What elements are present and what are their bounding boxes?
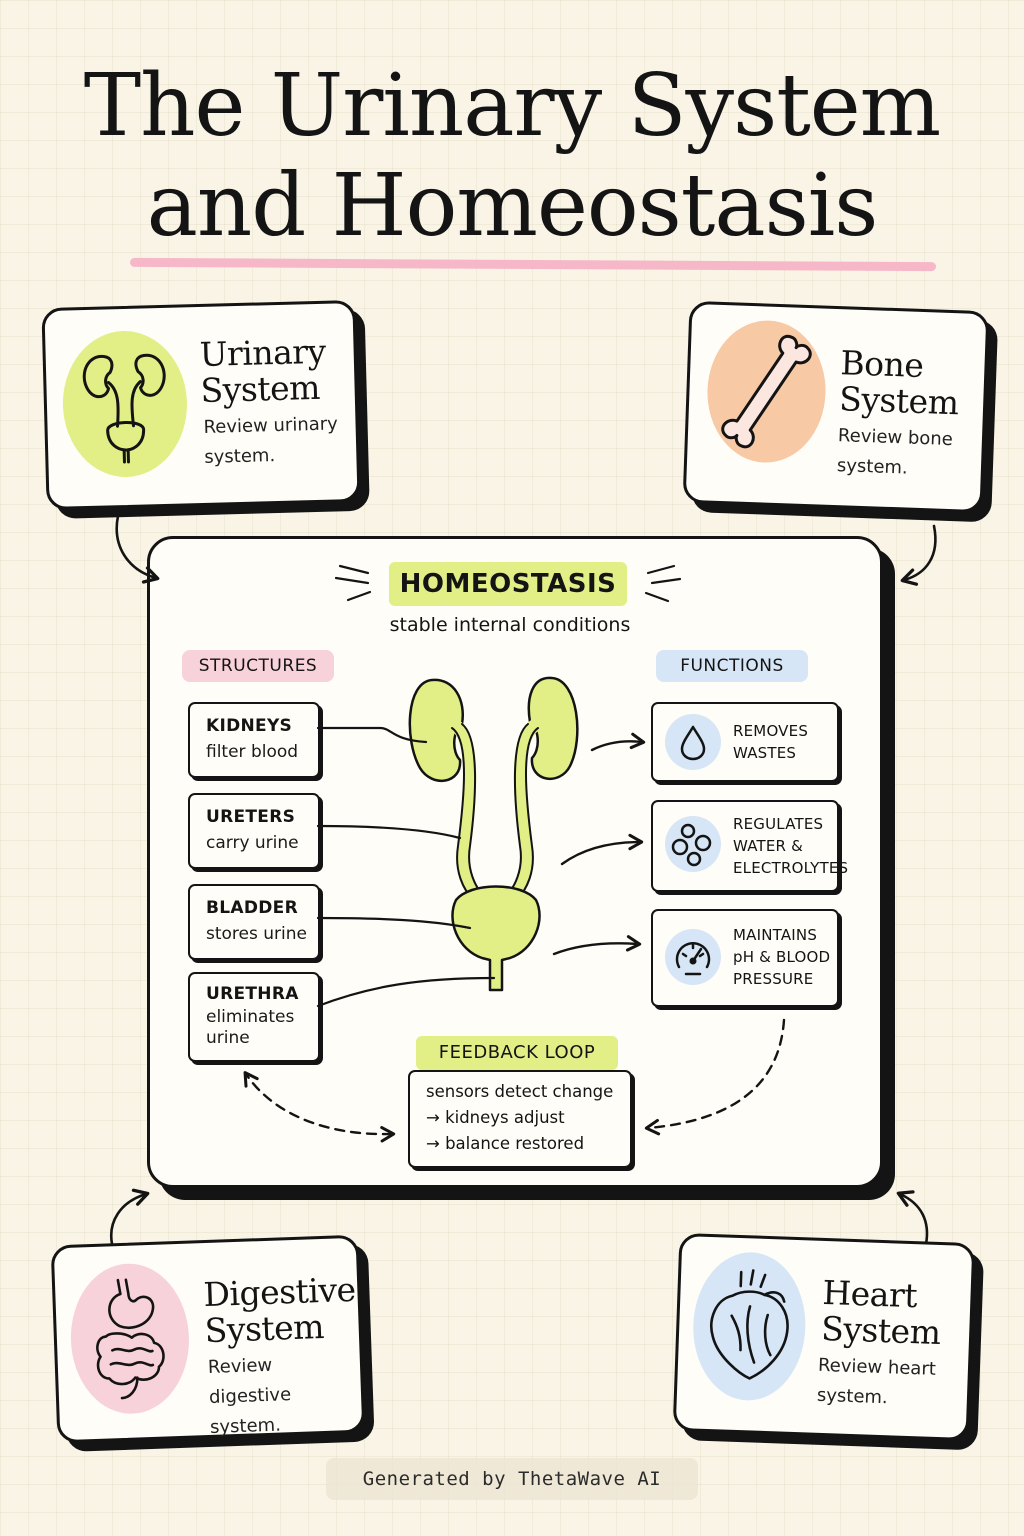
title-line-2: and Homeostasis (146, 156, 879, 256)
feedback-loop-box: sensors detect change → kidneys adjust →… (408, 1070, 632, 1168)
structure-kidneys[interactable]: KIDNEYS filter blood (188, 702, 320, 778)
gauge-icon (665, 929, 721, 985)
title-underline (129, 257, 937, 272)
title-line-1: The Urinary System (83, 56, 941, 156)
heart-icon (690, 1250, 808, 1403)
structures-label: STRUCTURES (182, 650, 334, 682)
molecules-icon (665, 816, 721, 872)
structure-bladder[interactable]: BLADDER stores urine (188, 884, 320, 960)
kidneys-bladder-icon (61, 329, 189, 479)
structure-urethra[interactable]: URETHRA eliminates urine (188, 972, 320, 1062)
homeostasis-heading: HOMEOSTASIS (389, 562, 627, 606)
structure-ureters[interactable]: URETERS carry urine (188, 793, 320, 869)
water-drop-icon (665, 714, 721, 770)
stomach-intestines-icon (68, 1261, 192, 1416)
bone-icon (705, 318, 828, 465)
homeostasis-subtitle: stable internal conditions (389, 614, 631, 636)
functions-label: FUNCTIONS (656, 650, 808, 682)
page-title: The Urinary System and Homeostasis (0, 56, 1024, 256)
footer-credit: Generated by ThetaWave AI (326, 1458, 698, 1500)
feedback-loop-label: FEEDBACK LOOP (416, 1036, 618, 1070)
